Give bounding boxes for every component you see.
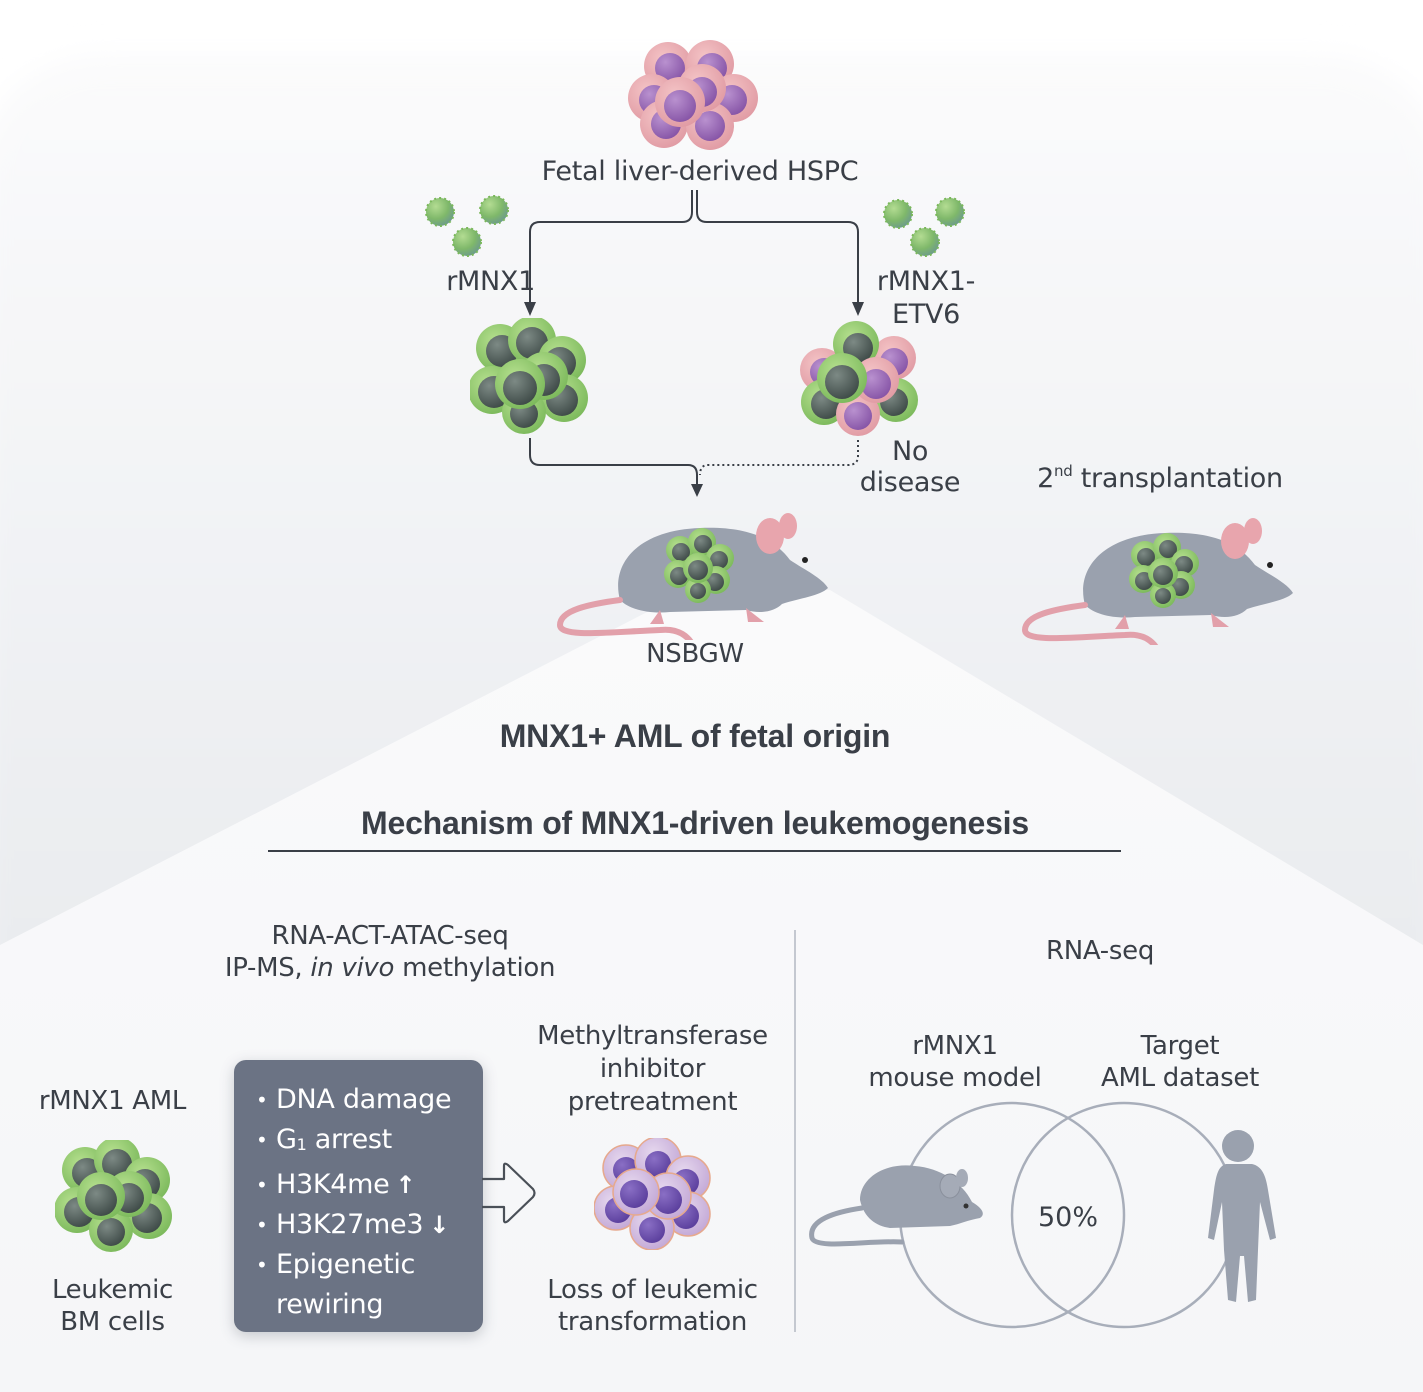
hollow-arrow-right-icon	[482, 1162, 536, 1224]
second-transplant-mouse-icon	[1021, 518, 1293, 645]
connector-merge	[529, 438, 698, 484]
rna-seq-label: RNA-seq	[1045, 936, 1155, 966]
connector-right	[696, 190, 859, 302]
mechanism-effects-box: DNA damage G1 arrest H3K4me↑ H3K27me3↓ E…	[234, 1060, 483, 1332]
arrow-up-icon: ↑	[395, 1171, 416, 1199]
no-disease-label-line1: No	[891, 436, 929, 467]
arrow-down-icon: ↓	[429, 1211, 450, 1239]
section-divider	[268, 850, 1121, 852]
rmnx1-etv6-mixed-cluster-icon	[800, 321, 918, 436]
rmnx1-etv6-virus-icon	[883, 197, 965, 257]
overlap-value: 50%	[1038, 1202, 1098, 1233]
no-disease-label-line2: disease	[859, 467, 961, 498]
rmnx1-etv6-label-line2: ETV6	[891, 299, 960, 330]
effect-item-continued: rewiring	[276, 1289, 384, 1320]
second-transplantation-label: 2nd transplantation	[1037, 462, 1283, 494]
rmnx1-virus-icon	[425, 195, 509, 257]
mouse-silhouette-icon	[809, 1165, 983, 1247]
section-title: Mechanism of MNX1-driven leukemogenesis	[361, 805, 1029, 841]
treatment-line3: pretreatment	[567, 1087, 738, 1117]
effects-list: DNA damage G1 arrest H3K4me↑ H3K27me3↓ E…	[234, 1060, 483, 1325]
arrowhead-merge	[691, 484, 703, 497]
connector-left	[529, 190, 693, 302]
cells-label-line1: Leukemic	[51, 1275, 174, 1305]
leukemic-bm-cell-cluster-icon	[55, 1140, 172, 1252]
arrowhead-right	[852, 302, 864, 316]
rmnx1-etv6-label-line1: rMNX1-	[876, 266, 976, 297]
panel-divider	[794, 930, 796, 1332]
arrowhead-left	[524, 302, 536, 316]
cells-label-line2: BM cells	[60, 1307, 165, 1337]
rmnx1-vector-label: rMNX1	[446, 266, 535, 297]
methods-line1: RNA-ACT-ATAC-seq	[271, 921, 509, 951]
hspc-cell-cluster-icon	[628, 40, 758, 150]
hspc-label: Fetal liver-derived HSPC	[541, 156, 859, 187]
treatment-line1: Methyltransferase	[537, 1021, 768, 1051]
effect-item: G1 arrest	[256, 1120, 483, 1165]
connector-dotted-no-disease	[699, 440, 859, 476]
human-child-silhouette-icon	[1208, 1130, 1276, 1302]
flow-connectors	[524, 190, 864, 497]
set-b-label-line1: Target	[1140, 1031, 1220, 1061]
sample-label: rMNX1 AML	[38, 1086, 187, 1116]
rmnx1-cell-cluster-icon	[470, 318, 588, 434]
outcome-line1: Loss of leukemic	[547, 1275, 758, 1305]
effect-item: Epigenetic	[256, 1245, 483, 1285]
set-b-label-line2: AML dataset	[1101, 1063, 1259, 1093]
venn-diagram: 50%	[809, 1101, 1276, 1329]
effect-item: H3K27me3↓	[256, 1205, 483, 1245]
non-leukemic-cell-cluster-icon	[594, 1138, 711, 1250]
headline: MNX1+ AML of fetal origin	[499, 718, 891, 754]
effect-item: DNA damage	[256, 1080, 483, 1120]
nsbgw-label: NSBGW	[646, 639, 744, 669]
set-a-label-line1: rMNX1	[912, 1031, 998, 1061]
methods-line2: IP-MS, in vivo methylation	[224, 953, 556, 983]
nsbgw-mouse-icon	[556, 513, 828, 640]
effect-item: H3K4me↑	[256, 1165, 483, 1205]
set-a-label-line2: mouse model	[868, 1063, 1042, 1093]
treatment-line2: inhibitor	[599, 1054, 706, 1084]
outcome-line2: transformation	[558, 1307, 747, 1337]
